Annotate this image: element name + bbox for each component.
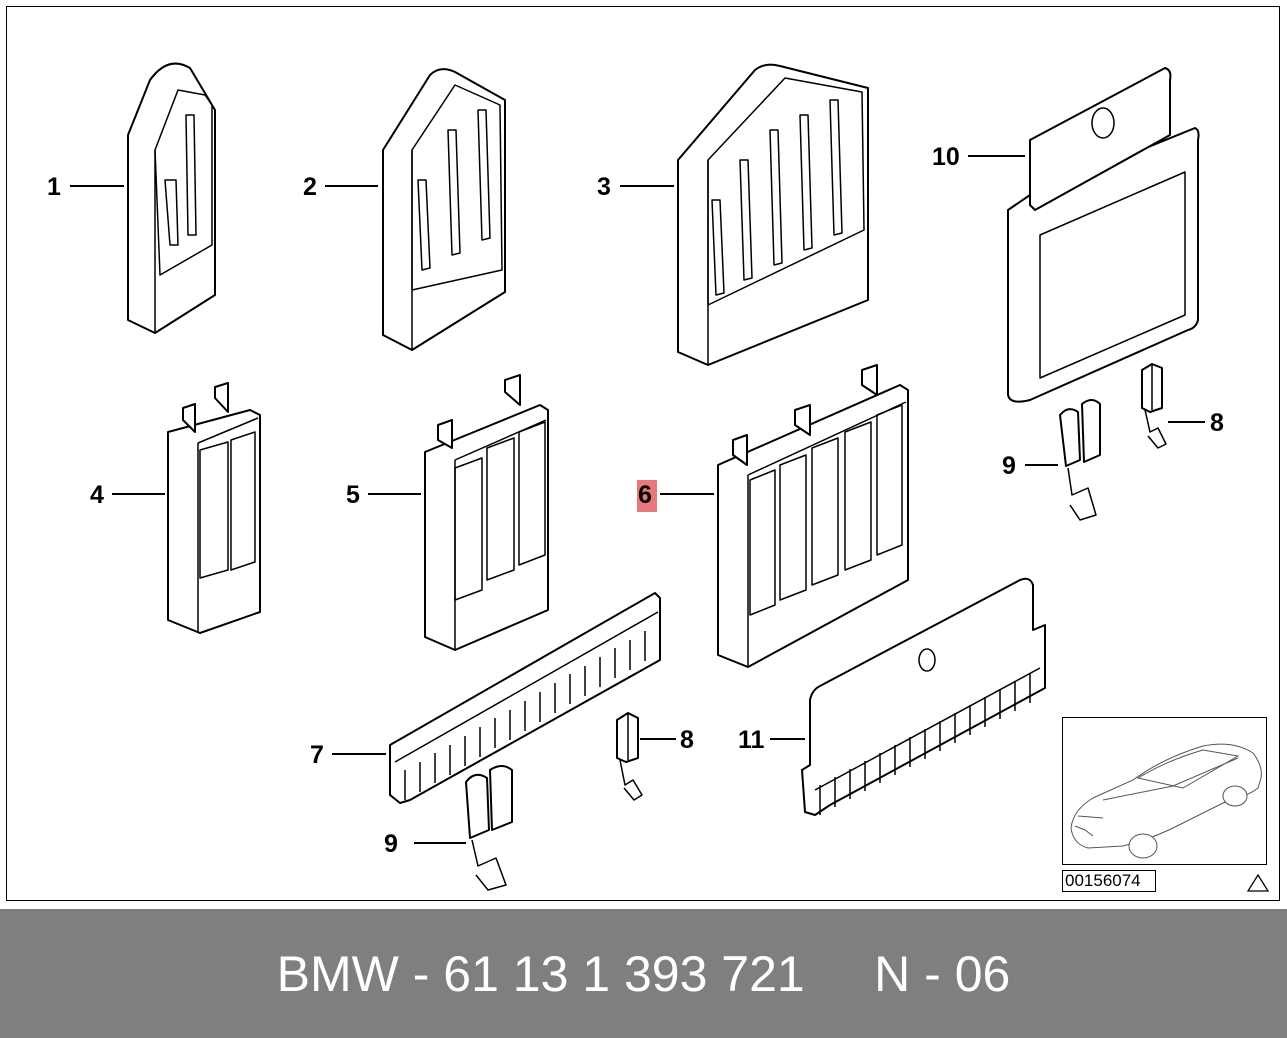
svg-text:4: 4 — [90, 481, 104, 509]
callout-9-lower: 9 — [384, 830, 466, 858]
part-3-connector-housing[interactable] — [677, 63, 869, 366]
callout-3: 3 — [597, 173, 674, 201]
svg-text:7: 7 — [310, 741, 324, 769]
svg-text:9: 9 — [1002, 452, 1016, 480]
svg-text:8: 8 — [1210, 409, 1224, 437]
callout-1: 1 — [47, 173, 124, 201]
part-8-terminal-lower[interactable] — [616, 712, 643, 801]
svg-text:5: 5 — [346, 481, 360, 509]
car-silhouette-icon — [1070, 743, 1262, 859]
callout-7: 7 — [310, 741, 386, 769]
callout-11: 11 — [738, 726, 805, 754]
reference-code: 00156074 — [1062, 870, 1156, 892]
callout-8-lower: 8 — [640, 726, 694, 754]
part-number-label: BMW - 61 13 1 393 721 N - 06 — [276, 945, 1011, 1002]
callout-5: 5 — [346, 481, 421, 509]
svg-text:3: 3 — [597, 173, 611, 201]
footer-bar: BMW - 61 13 1 393 721 N - 06 — [0, 909, 1287, 1038]
svg-text:1: 1 — [47, 173, 61, 201]
parts-diagram: 1 2 3 10 — [47, 62, 1224, 891]
callout-10: 10 — [932, 143, 1025, 171]
part-8-terminal-upper[interactable] — [1141, 363, 1167, 449]
part-10-cover-cap[interactable] — [1007, 67, 1200, 403]
callout-9-upper: 9 — [1002, 452, 1058, 480]
triangle-icon — [1246, 873, 1270, 892]
callout-8-upper: 8 — [1168, 409, 1224, 437]
callout-2: 2 — [303, 173, 378, 201]
svg-text:9: 9 — [384, 830, 398, 858]
svg-text:6: 6 — [638, 481, 652, 509]
svg-text:2: 2 — [303, 173, 317, 201]
part-2-connector-housing[interactable] — [382, 68, 506, 351]
callout-4: 4 — [90, 481, 165, 509]
part-1-connector-housing[interactable] — [127, 62, 216, 334]
part-9-terminal-lower[interactable] — [465, 765, 513, 891]
part-7-contact-strip[interactable] — [389, 592, 661, 804]
part-6-socket-housing[interactable] — [717, 364, 909, 668]
part-11-contact-comb[interactable] — [801, 577, 1046, 816]
svg-text:10: 10 — [932, 143, 960, 171]
part-9-terminal-upper[interactable] — [1059, 399, 1101, 521]
svg-text:8: 8 — [680, 726, 694, 754]
part-4-socket-housing[interactable] — [167, 382, 261, 634]
vehicle-inset-thumbnail — [1062, 717, 1267, 865]
svg-text:11: 11 — [738, 726, 765, 754]
part-5-socket-housing[interactable] — [424, 374, 549, 651]
callout-6: 6 — [637, 480, 714, 512]
